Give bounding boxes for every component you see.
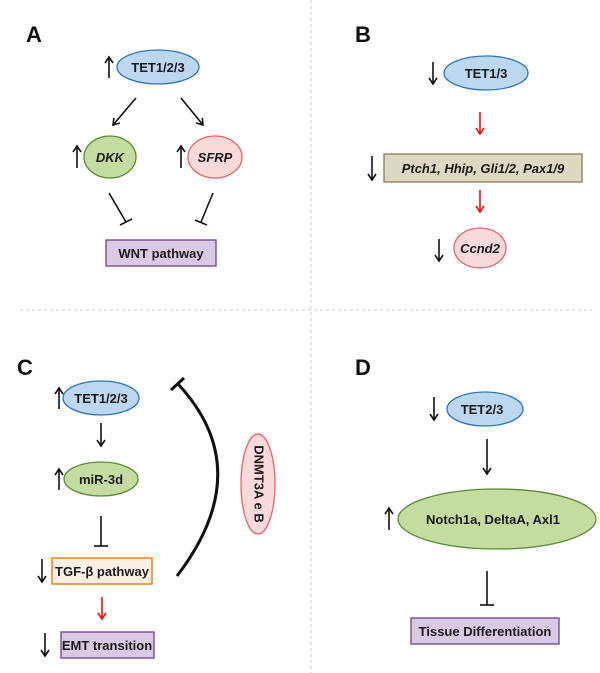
panel-c: C TET1/2/3 miR-3d TGF-β pathway EMT tran… <box>17 355 276 659</box>
inhibition-arrow-icon <box>94 516 108 547</box>
tet-node <box>62 380 140 416</box>
notch-label: Notch1a, DeltaA, Axl1 <box>426 512 560 527</box>
genes-box <box>383 153 583 183</box>
dnmt-label: DNMT3A e B <box>252 445 267 523</box>
panel-label-a: A <box>26 22 42 47</box>
sfrp-node <box>187 135 243 179</box>
inhibition-arrow-icon <box>480 571 494 606</box>
notch-node <box>397 488 597 550</box>
panel-label-d: D <box>355 355 371 380</box>
tgf-pathway-box <box>51 557 153 585</box>
dnmt-node <box>240 433 276 535</box>
tet-label: TET1/2/3 <box>131 60 184 75</box>
tet-node <box>443 55 529 91</box>
panel-a: A TET1/2/3 DKK SFRP WNT pathway <box>26 22 243 267</box>
panel-label-c: C <box>17 355 33 380</box>
wnt-label: WNT pathway <box>118 246 204 261</box>
tissue-differentiation-box <box>410 617 560 645</box>
mir-node <box>63 461 139 497</box>
mir-label: miR-3d <box>79 472 123 487</box>
emt-label: EMT transition <box>62 638 152 653</box>
sfrp-label: SFRP <box>198 150 233 165</box>
tet-node <box>116 49 200 85</box>
wnt-pathway-box <box>105 239 217 267</box>
inhibition-arrow-icon <box>108 192 133 226</box>
panel-label-b: B <box>355 22 371 47</box>
inhibition-arrow-icon <box>194 192 214 226</box>
genes-label: Ptch1, Hhip, Gli1/2, Pax1/9 <box>402 161 565 176</box>
activation-arrow-icon <box>112 97 137 127</box>
panel-b: B TET1/3 Ptch1, Hhip, Gli1/2, Pax1/9 Ccn… <box>355 22 583 269</box>
ccnd2-node <box>453 227 507 269</box>
tissue-label: Tissue Differentiation <box>419 624 552 639</box>
tet-label: TET1/3 <box>465 66 508 81</box>
dkk-node <box>83 135 137 179</box>
tgf-label: TGF-β pathway <box>55 564 150 579</box>
emt-box <box>60 631 155 659</box>
tet-label: TET1/2/3 <box>74 391 127 406</box>
tet-label: TET2/3 <box>461 402 504 417</box>
ccnd2-label: Ccnd2 <box>460 241 501 256</box>
dkk-label: DKK <box>96 150 126 165</box>
activation-arrow-icon <box>180 97 204 127</box>
feedback-inhibition-arc <box>169 376 220 577</box>
tet-node <box>446 391 524 427</box>
panel-d: D TET2/3 Notch1a, DeltaA, Axl1 Tissue Di… <box>355 355 597 645</box>
